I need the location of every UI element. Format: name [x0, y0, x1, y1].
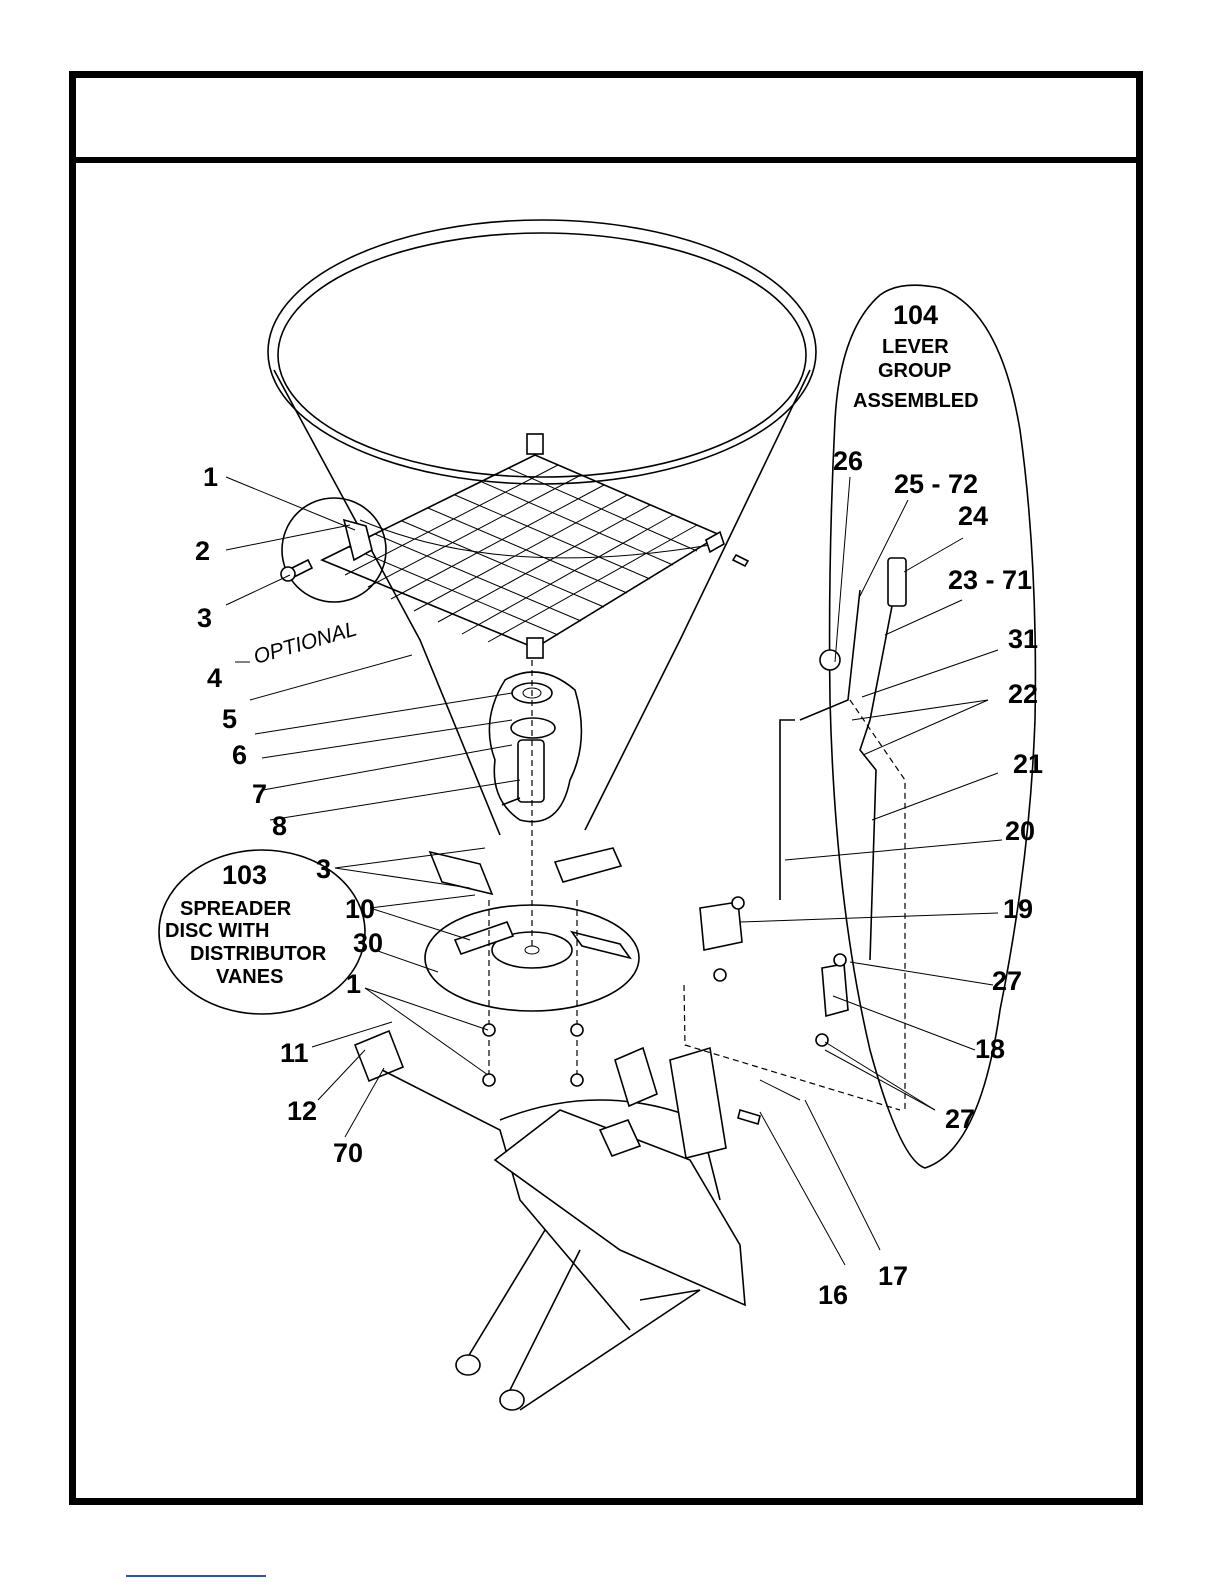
group-104-caption: 104 LEVER GROUP ASSEMBLED: [853, 300, 979, 412]
callout-16: 16: [818, 1280, 848, 1310]
callout-1: 1: [203, 462, 218, 492]
callout-17: 17: [878, 1261, 908, 1291]
group-104-number: 104: [893, 300, 938, 330]
callout-2: 2: [195, 536, 210, 566]
group-104-line-1: LEVER: [882, 336, 949, 358]
callout-8: 8: [272, 811, 287, 841]
callout-5: 5: [222, 704, 237, 734]
callout-27a: 27: [992, 966, 1022, 996]
callout-12: 12: [287, 1096, 317, 1126]
callout-3: 3: [197, 603, 212, 633]
callout-30: 30: [353, 928, 383, 958]
group-104-line-3: ASSEMBLED: [853, 390, 979, 412]
lever-group-parts: [684, 558, 906, 1110]
callout-4: 4: [207, 663, 222, 693]
callout-27b: 27: [945, 1104, 975, 1134]
footer-link-underline[interactable]: [126, 1572, 266, 1577]
agitator-detail-circle: [281, 498, 386, 602]
callout-25-72: 25 - 72: [894, 469, 978, 499]
callout-7: 7: [252, 779, 267, 809]
optional-label: OPTIONAL: [251, 617, 359, 668]
callout-1b: 1: [346, 969, 361, 999]
callout-24: 24: [958, 501, 988, 531]
callout-11: 11: [280, 1038, 309, 1068]
callout-26: 26: [833, 446, 863, 476]
callout-23-71: 23 - 71: [948, 565, 1032, 595]
spreader-disc: [425, 660, 639, 1086]
callout-22: 22: [1008, 679, 1038, 709]
callout-70: 70: [333, 1138, 363, 1168]
group-103-line-1: SPREADER: [180, 898, 292, 920]
group-103-caption: 103 SPREADER DISC WITH DISTRIBUTOR VANES: [159, 850, 365, 1014]
group-103-line-4: VANES: [216, 966, 283, 988]
callout-20: 20: [1005, 816, 1035, 846]
group-103-line-2: DISC WITH: [165, 920, 269, 942]
callout-18: 18: [975, 1034, 1005, 1064]
callout-19: 19: [1003, 894, 1033, 924]
callout-6: 6: [232, 740, 247, 770]
group-103-line-3: DISTRIBUTOR: [190, 943, 327, 965]
callout-31: 31: [1008, 624, 1038, 654]
group-103-number: 103: [222, 860, 267, 890]
callout-21: 21: [1013, 749, 1043, 779]
group-104-line-2: GROUP: [878, 360, 951, 382]
spreader-frame: [355, 1031, 800, 1410]
